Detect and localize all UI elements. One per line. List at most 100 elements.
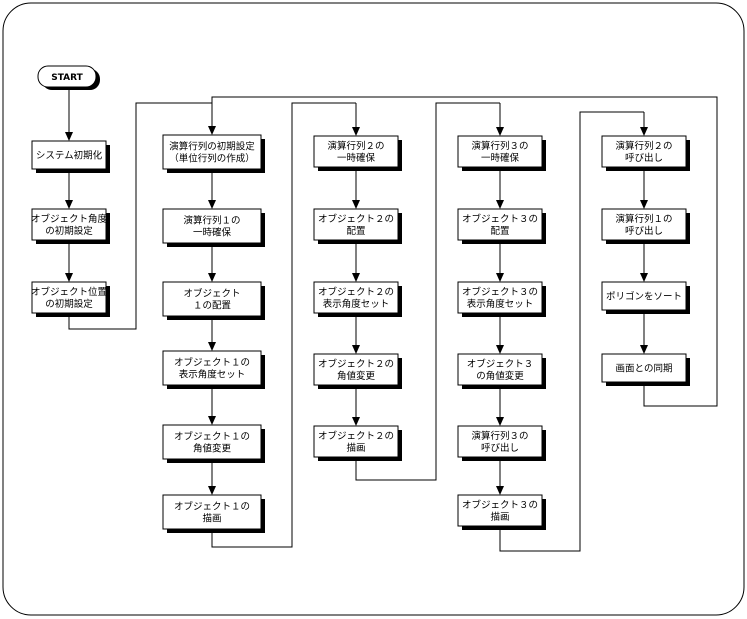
box-label-line: 演算行列１の <box>183 215 240 227</box>
box-label-line: （単位行列の作成） <box>169 153 255 165</box>
box-shape <box>457 281 543 314</box>
connector-2 <box>211 102 356 548</box>
box-shape <box>162 208 262 244</box>
process-box-c5-n4: 画面との同期 <box>601 353 690 386</box>
box-label-line: 角値変更 <box>337 370 376 382</box>
edge-c2-3-arrowhead <box>208 342 216 351</box>
box-shape <box>601 208 687 241</box>
box-label-line: 表示角度セット <box>323 298 390 310</box>
box-shape <box>162 350 262 386</box>
edge-c2-5-arrowhead <box>208 486 216 495</box>
connector-2-in-arrowhead <box>352 127 360 136</box>
box-label-line: システム初期化 <box>36 150 103 162</box>
box-label-line: 描画 <box>202 513 221 525</box>
nodes: STARTシステム初期化オブジェクト角度の初期設定オブジェクト位置の初期設定演算… <box>31 65 690 533</box>
box-label-line: 一時確保 <box>481 152 520 164</box>
connector-1-in-arrowhead <box>208 126 216 135</box>
box-label-line: オブジェクト３ <box>467 358 534 370</box>
edge-c2-1-arrowhead <box>208 200 216 209</box>
box-shape <box>457 135 543 168</box>
box-label-line: 表示角度セット <box>179 369 246 381</box>
box-label-line: ポリゴンをソート <box>606 291 682 303</box>
box-label-line: 呼び出し <box>625 225 663 237</box>
box-shape <box>457 208 543 241</box>
box-shape <box>601 135 687 168</box>
process-box-c5-n3: ポリゴンをソート <box>601 281 690 314</box>
connector-3 <box>355 102 500 481</box>
edge-c4-3-arrowhead <box>496 345 504 354</box>
edge-c4-4-arrowhead <box>496 417 504 426</box>
box-label-line: オブジェクト３の <box>462 499 538 511</box>
box-label-line: オブジェクト位置 <box>31 286 107 298</box>
box-label-line: 表示角度セット <box>467 298 534 310</box>
box-label-line: 一時確保 <box>193 227 232 239</box>
start-shape <box>37 65 97 88</box>
box-label-line: 呼び出し <box>625 152 663 164</box>
box-label-line: の角値変更 <box>476 370 524 382</box>
edge-c5-3-arrowhead <box>640 345 648 354</box>
box-label-line: オブジェクト３の <box>462 286 538 298</box>
edge-c2-2-arrowhead <box>208 273 216 282</box>
box-label-line: 呼び出し <box>481 442 519 454</box>
box-shape <box>313 281 399 314</box>
box-label-line: オブジェクト <box>183 288 240 300</box>
box-shape <box>457 425 543 458</box>
box-label-line: 配置 <box>346 226 365 237</box>
edge-c3-1-arrowhead <box>352 200 360 209</box>
box-shape <box>601 353 687 383</box>
box-label-line: 描画 <box>346 442 365 454</box>
box-label-line: 演算行列の初期設定 <box>169 141 255 153</box>
box-label-line: オブジェクト２の <box>318 358 394 370</box>
box-label-line: オブジェクト２の <box>318 286 394 298</box>
box-label-line: の初期設定 <box>45 225 93 237</box>
box-shape <box>162 134 262 170</box>
box-shape <box>162 281 262 317</box>
box-label-line: オブジェクト角度 <box>31 213 108 225</box>
box-label-line: 演算行列２の <box>615 140 672 152</box>
box-label-line: オブジェクト３の <box>462 213 538 225</box>
connector-3-in-arrowhead <box>496 127 504 136</box>
box-label-line: オブジェクト２の <box>318 213 394 225</box>
loop-back-connector <box>211 96 718 407</box>
process-box-c1-n1: システム初期化 <box>31 140 110 173</box>
box-label-line: １の配置 <box>193 301 231 312</box>
box-label-line: 配置 <box>490 226 509 237</box>
box-shape <box>313 135 399 168</box>
box-shape <box>457 353 543 386</box>
box-label-line: 演算行列２の <box>327 140 384 152</box>
box-label-line: 演算行列３の <box>471 430 528 442</box>
edge-c5-1-arrowhead <box>640 200 648 209</box>
box-label-line: の初期設定 <box>45 298 93 310</box>
box-label-line: 演算行列１の <box>615 213 672 225</box>
edge-c2-4-arrowhead <box>208 416 216 425</box>
connectors <box>65 87 718 552</box>
edge-c1-1-arrowhead <box>65 200 73 209</box>
edge-c3-3-arrowhead <box>352 345 360 354</box>
connector-4-in-arrowhead <box>640 127 648 136</box>
box-shape <box>457 494 543 527</box>
box-label-line: オブジェクト１の <box>174 501 250 513</box>
edge-c1-2-arrowhead <box>65 273 73 282</box>
box-label-line: 一時確保 <box>337 152 376 164</box>
connector-1 <box>68 102 212 330</box>
box-label-line: オブジェクト１の <box>174 431 250 443</box>
box-label-line: オブジェクト２の <box>318 430 394 442</box>
box-shape <box>162 424 262 460</box>
